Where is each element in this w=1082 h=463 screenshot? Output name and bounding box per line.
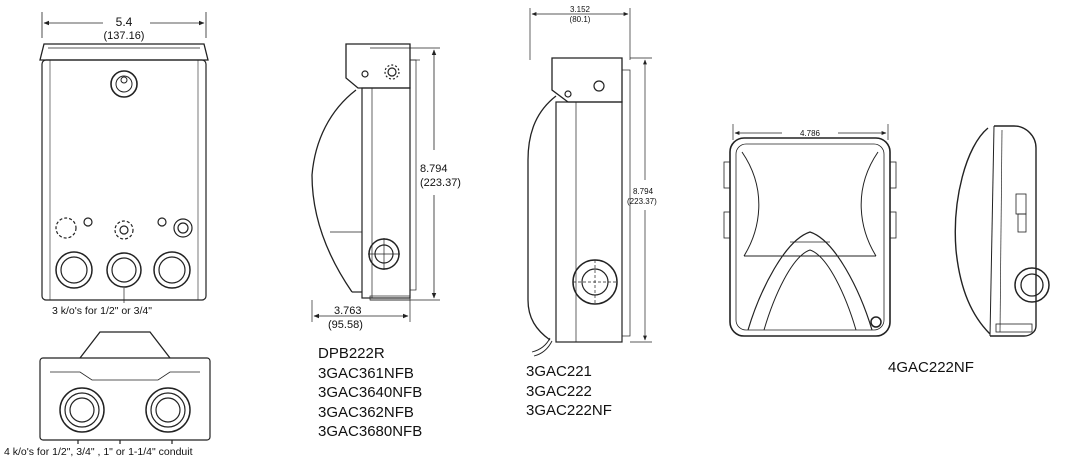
bottom-knockouts-caption: 4 k/o's for 1/2", 3/4" , 1" or 1-1/4" co… <box>4 446 193 458</box>
4gac-width-in: 4.786 <box>800 129 821 138</box>
front-knockouts-caption: 3 k/o's for 1/2" or 3/4" <box>52 305 152 317</box>
model-name: 3GAC221 <box>526 363 592 380</box>
3gac-depth-mm: (80.1) <box>570 15 591 24</box>
model-name: 3GAC3640NFB <box>318 384 423 401</box>
side-view-4gac <box>954 125 1050 337</box>
front-width-dimension <box>41 12 207 38</box>
model-list-3gac: 3GAC221 3GAC222 3GAC222NF <box>526 362 612 421</box>
model-name: 3GAC362NFB <box>318 403 414 421</box>
front-view <box>39 12 209 303</box>
front-width-in: 5.4 <box>116 15 133 29</box>
model-name: 3GAC222 <box>526 382 592 400</box>
dpb-height-in: 8.794 <box>420 163 448 175</box>
model-name: 4GAC222NF <box>888 359 974 376</box>
3gac-depth-in: 3.152 <box>570 5 591 14</box>
model-list-dpb: DPB222R 3GAC361NFB 3GAC3640NFB 3GAC362NF… <box>318 344 422 442</box>
side-view-dpb <box>311 43 440 322</box>
front-view-4gac <box>723 124 897 337</box>
model-name: 3GAC361NFB <box>318 364 414 382</box>
3gac-height-mm: (223.37) <box>627 197 657 206</box>
model-name: DPB222R <box>318 345 385 362</box>
dpb-height-mm: (223.37) <box>420 177 461 189</box>
model-list-4gac: 4GAC222NF <box>888 358 974 378</box>
side-view-3gac <box>527 8 652 357</box>
dpb-depth-in: 3.763 <box>334 305 362 317</box>
3gac-height-in: 8.794 <box>633 187 654 196</box>
front-width-mm: (137.16) <box>104 30 145 42</box>
dpb-depth-mm: (95.58) <box>328 319 363 331</box>
model-name: 3GAC3680NFB <box>318 423 423 440</box>
bottom-view <box>39 331 211 444</box>
model-name: 3GAC222NF <box>526 402 612 419</box>
